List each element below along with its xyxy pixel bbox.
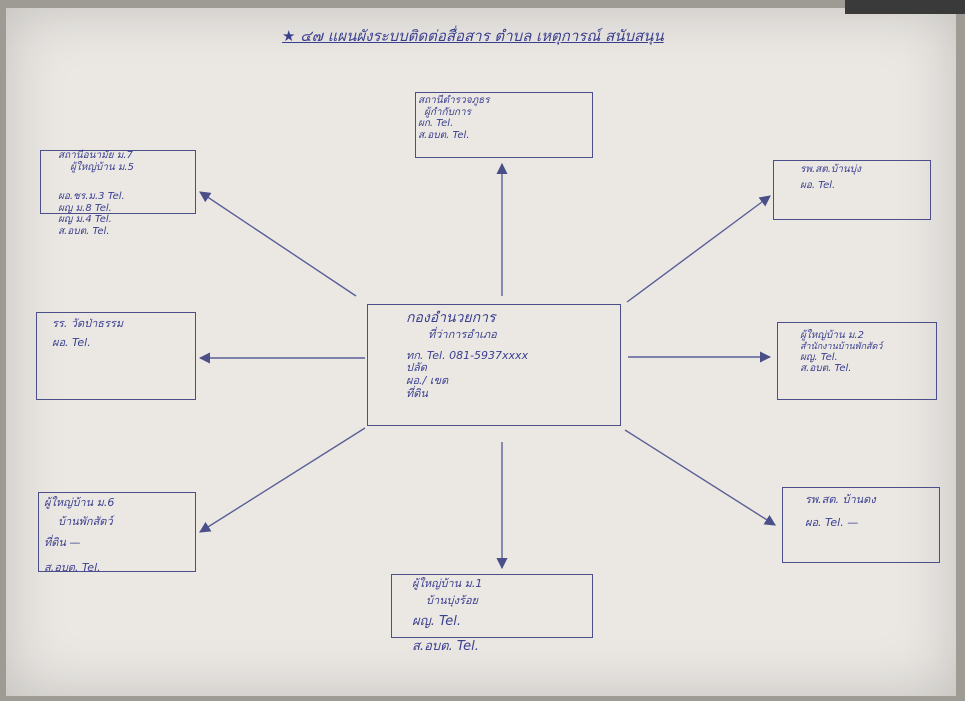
top-left-line-3: ผอ.ชร.ม.3 Tel. (58, 191, 125, 202)
top-left-box-text: สถานีอนามัย ม.7 ผู้ใหญ่บ้าน ม.5 ผอ.ชร.ม.… (58, 150, 134, 237)
center-box-text: กองอำนวยการ ที่ว่าการอำเภอ ทก. Tel. 081-… (406, 310, 528, 400)
bottom-left-line-1: ผู้ใหญ่บ้าน ม.6 (44, 496, 115, 509)
bottom-left-box (38, 492, 196, 572)
right-line-3: ผญ. Tel. (800, 351, 838, 363)
top-right-box (773, 160, 931, 220)
bottom-box (391, 574, 593, 638)
center-line-2: ที่ว่าการอำเภอ (428, 328, 497, 342)
bottom-line-2: บ้านบุ่งร้อย (426, 593, 478, 607)
right-box-text: ผู้ใหญ่บ้าน ม.2 สำนักงานบ้านพักสัตว์ ผญ.… (800, 330, 882, 375)
top-left-line-2: ผู้ใหญ่บ้าน ม.5 (70, 161, 134, 173)
right-box (777, 322, 937, 400)
left-line-2: ผอ. Tel. (52, 335, 91, 349)
bottom-right-box-text: รพ.สต. บ้านดง ผอ. Tel. — (805, 493, 876, 529)
center-line-4: ปลัด (406, 361, 427, 375)
top-left-line-5: ผญ ม.4 Tel. (58, 214, 112, 225)
bottom-left-line-4: ส.อบต. Tel. (44, 560, 101, 574)
right-line-2: สำนักงานบ้านพักสัตว์ (800, 341, 883, 352)
bottom-line-1: ผู้ใหญ่บ้าน ม.1 (412, 577, 483, 590)
center-box-command-post (367, 304, 621, 426)
left-box (36, 312, 196, 400)
top-box-text: สถานีตำรวจภูธร ผู้กำกับการ ผก. Tel. ส.อบ… (418, 95, 490, 141)
top-line-1: สถานีตำรวจภูธร (418, 95, 490, 106)
top-right-line-1: รพ.สต.บ้านบุ่ง (800, 164, 861, 175)
center-line-1: กองอำนวยการ (406, 310, 496, 326)
bottom-right-line-2: ผอ. Tel. — (805, 515, 859, 529)
center-line-5: ผอ./ เขต (406, 374, 449, 388)
top-line-3: ผก. Tel. (418, 118, 454, 129)
bottom-left-box-text: ผู้ใหญ่บ้าน ม.6 บ้านพักสัตว์ ที่ดิน — ส.… (44, 496, 115, 575)
top-box (415, 92, 593, 158)
background-edge (845, 0, 965, 14)
paper-sheet (6, 8, 956, 696)
bottom-box-text: ผู้ใหญ่บ้าน ม.1 บ้านบุ่งร้อย ผญ. Tel. ส.… (412, 577, 483, 655)
center-line-3: ทก. Tel. 081-5937xxxx (406, 348, 529, 362)
top-line-2: ผู้กำกับการ (424, 106, 471, 118)
top-left-line-4: ผญ ม.8 Tel. (58, 202, 112, 214)
left-box-text: รร. วัดป่าธรรม ผอ. Tel. (52, 317, 124, 349)
top-right-box-text: รพ.สต.บ้านบุ่ง ผอ. Tel. (800, 164, 861, 191)
top-left-line-6: ส.อบต. Tel. (58, 225, 110, 237)
top-line-4: ส.อบต. Tel. (418, 129, 470, 141)
right-line-4: ส.อบต. Tel. (800, 363, 852, 375)
diagram-title: ★ ๔๗ แผนผังระบบติดต่อสื่อสาร ตำบล เหตุกา… (282, 27, 664, 45)
top-left-box (40, 150, 196, 214)
top-right-line-2: ผอ. Tel. (800, 179, 836, 191)
bottom-right-line-1: รพ.สต. บ้านดง (805, 493, 876, 506)
bottom-left-line-3: ที่ดิน — (44, 536, 81, 550)
bottom-line-4: ส.อบต. Tel. (412, 639, 479, 655)
bottom-right-box (782, 487, 940, 563)
bottom-left-line-2: บ้านพักสัตว์ (58, 514, 113, 528)
top-left-line-1: สถานีอนามัย ม.7 (58, 150, 133, 161)
center-line-6: ที่ดิน (406, 386, 428, 400)
bottom-line-3: ผญ. Tel. (412, 614, 462, 630)
right-line-1: ผู้ใหญ่บ้าน ม.2 (800, 330, 864, 341)
left-line-1: รร. วัดป่าธรรม (52, 317, 124, 330)
